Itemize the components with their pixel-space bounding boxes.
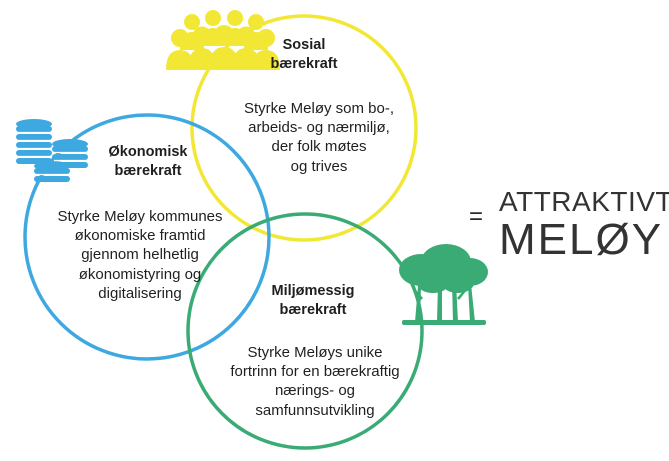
okonomisk-body-line: økonomiske framtid: [74, 227, 206, 245]
okonomisk-body-line: økonomistyring og: [78, 265, 202, 283]
sosial-body-line: arbeids- og nærmiljø,: [248, 119, 390, 137]
sosial-block: Sosial bærekraft: [244, 36, 364, 73]
miljo-title-line2: bærekraft: [279, 301, 347, 318]
circle-okonomisk: [23, 113, 271, 361]
trees-icon: [399, 244, 488, 325]
okonomisk-block: Økonomisk bærekraft: [88, 143, 208, 180]
equals-sign: =: [469, 203, 484, 230]
sosial-title-line2: bærekraft: [270, 55, 338, 72]
sosial-body-line: der folk møtes: [271, 138, 367, 156]
sosial-body: Styrke Meløy som bo-, arbeids- og nærmil…: [230, 99, 408, 176]
okonomisk-title-line1: Økonomisk: [108, 144, 188, 160]
sosial-title-line1: Sosial: [282, 37, 326, 53]
miljo-body-line: samfunnsutvikling: [255, 401, 375, 419]
okonomisk-body: Styrke Meløy kommunes økonomiske framtid…: [35, 207, 245, 303]
meloy-text: MELØY: [499, 215, 664, 264]
coin-stacks-icon: [16, 119, 88, 182]
miljo-body-line: Styrke Meløys unike: [247, 344, 383, 361]
miljo-body-line: fortrinn for en bærekraftig: [230, 363, 400, 381]
okonomisk-body-line: digitalisering: [98, 284, 182, 302]
attraktivt-text: ATTRAKTIVT: [499, 186, 669, 217]
miljo-block: Miljømessig bærekraft: [248, 282, 378, 319]
miljo-body-line: nærings- og: [274, 382, 356, 400]
circle-sosial: [190, 14, 418, 242]
circle-miljo: [186, 212, 424, 450]
miljo-title-line1: Miljømessig: [271, 283, 355, 299]
okonomisk-body-line: Styrke Meløy kommunes: [57, 208, 223, 225]
miljo-body: Styrke Meløys unike fortrinn for en bære…: [216, 343, 414, 420]
sosial-body-line: Styrke Meløy som bo-,: [243, 100, 395, 117]
sosial-body-line: og trives: [290, 157, 348, 175]
okonomisk-title-line2: bærekraft: [114, 162, 182, 179]
okonomisk-body-line: gjennom helhetlig: [81, 246, 199, 264]
people-group-icon: [166, 10, 280, 70]
